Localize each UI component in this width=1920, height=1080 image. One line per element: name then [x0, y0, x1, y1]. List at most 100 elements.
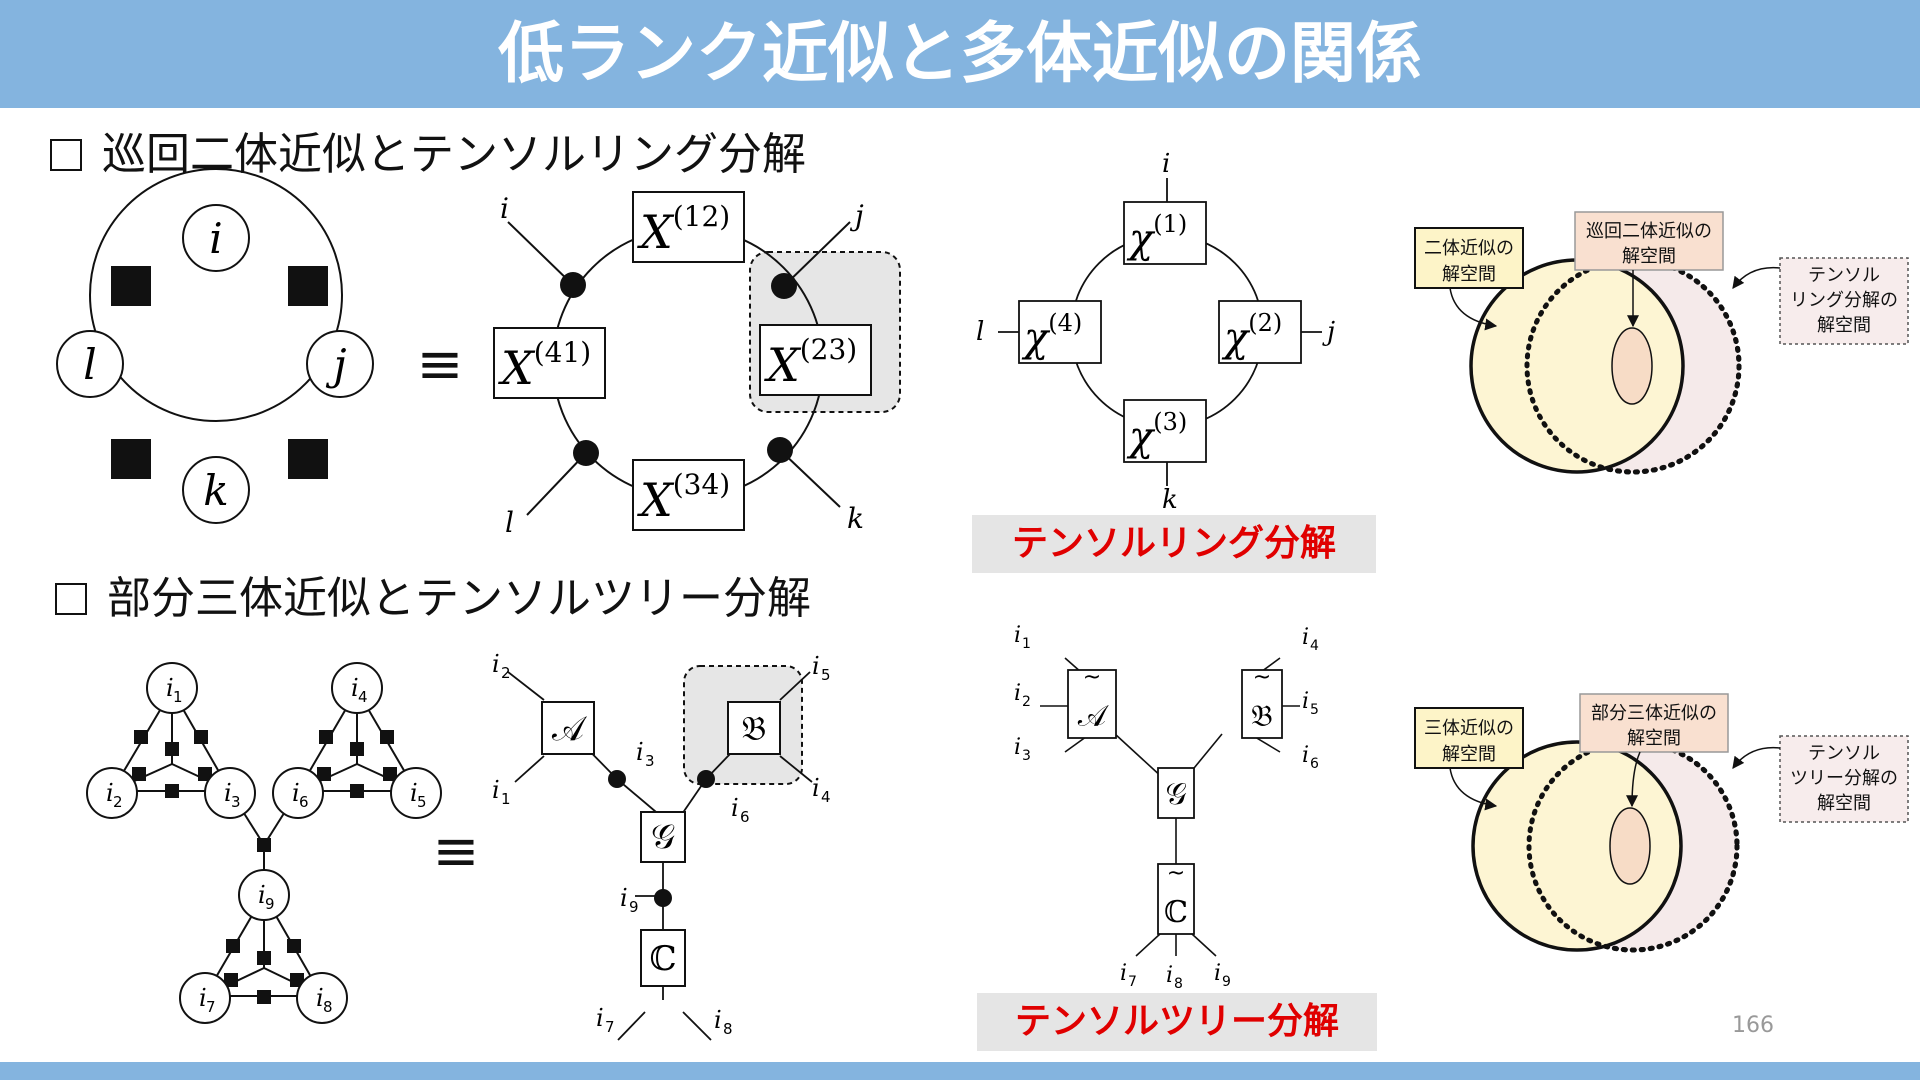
ring-chi-network: i j k l χ(1) χ(2) χ(3) χ(4) [976, 149, 1335, 515]
svg-text:i: i [714, 1006, 722, 1034]
svg-text:X(41): X(41) [498, 336, 591, 395]
core-x12: X(12) [632, 191, 745, 263]
svg-text:7: 7 [1128, 974, 1137, 990]
chi-core-1: χ(1) [1123, 201, 1207, 265]
graph-node-l: l [56, 330, 124, 398]
svg-text:ℂ: ℂ [1164, 895, 1188, 930]
chi-leg-l: l [976, 317, 984, 347]
svg-text:3: 3 [231, 793, 241, 811]
contraction-dot [560, 272, 586, 298]
tree-core-c: ℂ [640, 929, 686, 987]
checkbox-icon [55, 583, 87, 615]
tree-core-b: 𝔅 [727, 701, 781, 755]
svg-text:6: 6 [299, 793, 309, 811]
leg-label-j: j [849, 199, 864, 232]
core-x23: X(23) [759, 324, 872, 396]
svg-text:i: i [596, 1004, 604, 1032]
core-x41: X(41) [493, 327, 606, 399]
ring-tensor-network: i j k l X(12) X(23) X(34) X(41) [493, 191, 901, 539]
svg-text:1: 1 [1022, 636, 1031, 652]
svg-text:7: 7 [206, 998, 216, 1016]
svg-text:8: 8 [1174, 976, 1183, 992]
svg-text:i: i [1014, 681, 1021, 706]
svg-text:X(23): X(23) [764, 333, 857, 392]
tree-core-a: 𝒜 [541, 701, 595, 755]
chi-core-2: χ(2) [1218, 300, 1302, 364]
venn2-label-right-line2: ツリー分解の [1790, 768, 1898, 789]
svg-text:i: i [106, 779, 114, 807]
venn-label-right-line3: 解空間 [1817, 315, 1871, 336]
svg-text:6: 6 [740, 808, 750, 826]
svg-text:8: 8 [323, 998, 333, 1016]
venn-label-mid-line2: 解空間 [1622, 246, 1676, 267]
tree-core-g: 𝒢 [640, 811, 686, 863]
equiv-symbol: ≡ [417, 332, 464, 397]
svg-text:i: i [1302, 625, 1309, 650]
svg-text:χ(1): χ(1) [1126, 210, 1187, 262]
svg-text:3: 3 [645, 752, 655, 770]
svg-text:4: 4 [1310, 638, 1319, 654]
venn2-label-right-box [1779, 735, 1909, 823]
svg-text:k: k [203, 466, 228, 515]
venn2-label-mid-box [1579, 693, 1729, 753]
venn-label-mid-line1: 巡回二体近似の [1586, 221, 1712, 242]
svg-text:i: i [316, 984, 324, 1012]
contraction-dot [573, 440, 599, 466]
tilde-core-a: ~𝒜 [1067, 665, 1117, 739]
svg-text:i: i [1014, 623, 1021, 648]
svg-text:χ(4): χ(4) [1021, 309, 1082, 361]
svg-text:l: l [83, 340, 96, 389]
svg-text:~: ~ [1167, 861, 1185, 886]
svg-text:i: i [636, 738, 644, 766]
core-x34: X(34) [632, 459, 745, 531]
factor-square [111, 266, 151, 306]
caption-tensor-ring: テンソルリング分解 [972, 515, 1376, 573]
ring-graph: i j k l [56, 168, 374, 524]
svg-text:𝒢: 𝒢 [651, 817, 675, 857]
chi-leg-k: k [1162, 485, 1178, 515]
svg-text:𝒜: 𝒜 [1078, 699, 1110, 734]
graph-node-i: i [182, 204, 250, 272]
svg-text:~: ~ [1083, 665, 1101, 690]
svg-text:𝒢: 𝒢 [1165, 777, 1186, 812]
svg-text:3: 3 [1022, 748, 1031, 764]
factor-square [111, 439, 151, 479]
graph-node-j: j [306, 330, 374, 398]
leg-label-i: i [500, 192, 509, 225]
tilde-core-g: 𝒢 [1157, 767, 1195, 819]
svg-text:i: i [731, 794, 739, 822]
contraction-dot [767, 437, 793, 463]
svg-text:χ(2): χ(2) [1221, 309, 1282, 361]
svg-text:9: 9 [265, 895, 275, 913]
tilde-core-c: ~ℂ [1157, 861, 1195, 935]
svg-text:7: 7 [605, 1018, 615, 1036]
caption-tensor-tree: テンソルツリー分解 [977, 993, 1377, 1051]
svg-text:i: i [1166, 963, 1173, 988]
svg-text:1: 1 [501, 790, 511, 808]
svg-text:i: i [166, 674, 174, 702]
svg-text:i: i [410, 779, 418, 807]
svg-text:i: i [1302, 743, 1309, 768]
venn2-label-right-line1: テンソル [1808, 743, 1880, 764]
venn-ring: 二体近似の 解空間 巡回二体近似の 解空間 テンソル リング分解の 解空間 [1414, 211, 1909, 475]
section-tree: 部分三体近似とテンソルツリー分解 [55, 562, 811, 626]
chi-core-4: χ(4) [1018, 300, 1102, 364]
page-number: 166 [1732, 1013, 1774, 1038]
svg-text:1: 1 [173, 688, 183, 706]
svg-text:8: 8 [723, 1020, 733, 1038]
svg-text:~: ~ [1253, 665, 1271, 690]
